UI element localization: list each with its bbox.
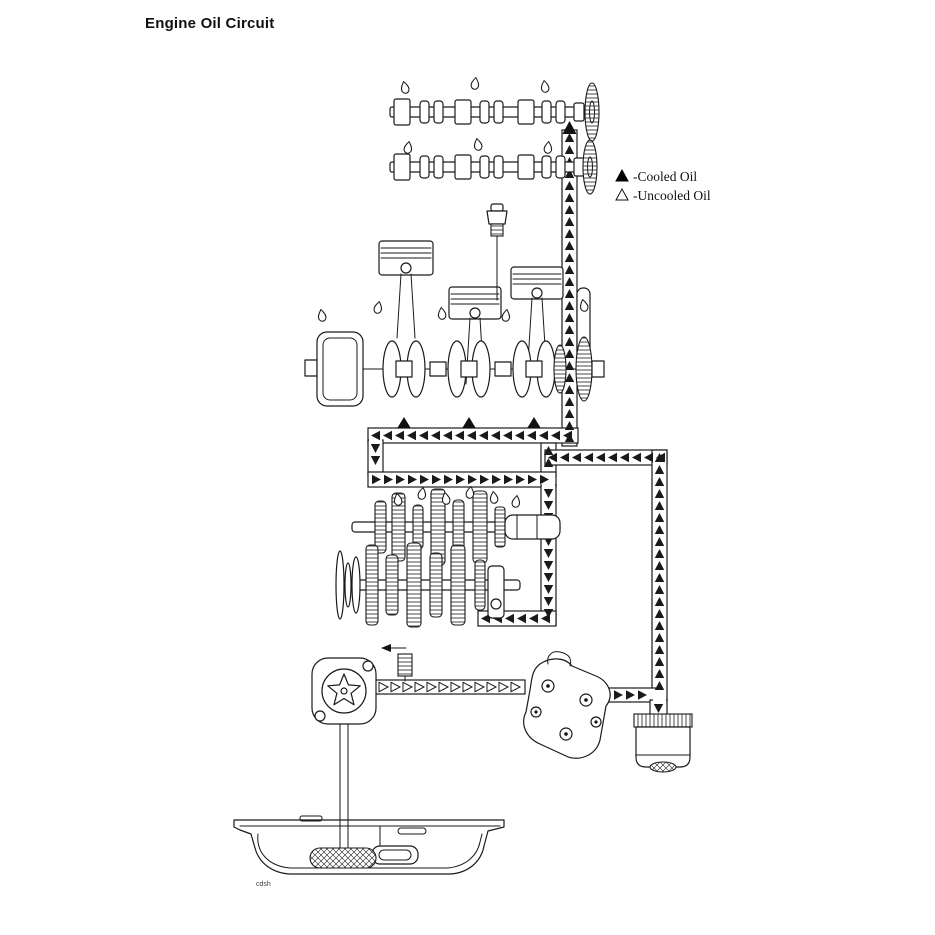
oil-pan — [233, 815, 505, 875]
flow-chevrons — [543, 446, 554, 467]
pistons — [378, 240, 564, 385]
oil-strainer — [309, 847, 377, 869]
spark-plug — [486, 203, 508, 301]
relief-arrow-icon — [381, 644, 391, 652]
piston-2 — [448, 286, 502, 385]
page-title: Engine Oil Circuit — [145, 15, 275, 32]
intake-camshaft — [389, 139, 598, 195]
crank-feed-arrow-icon — [527, 417, 541, 429]
oil-filter — [633, 713, 693, 773]
alternator-rotor — [316, 331, 364, 407]
crankshaft — [304, 287, 605, 407]
oil-pickup — [309, 723, 377, 869]
legend-cooled-label: -Cooled Oil — [633, 169, 697, 184]
primary-gear — [575, 336, 593, 402]
flow-chevrons — [370, 444, 381, 465]
output-shaft — [504, 514, 561, 540]
crank-feed-arrow-icon — [462, 417, 476, 429]
crank-feed-arrow-icon — [397, 417, 411, 429]
oil-pump — [311, 657, 377, 725]
cam-feed-arrow-icon — [562, 121, 577, 134]
flow-chevrons — [372, 474, 549, 485]
diagram-caption: cdsh — [256, 881, 271, 888]
uncooled-oil-marker-icon — [615, 187, 629, 201]
flow-chevrons — [378, 681, 522, 693]
legend: -Cooled Oil -Uncooled Oil — [615, 168, 711, 203]
piston-1 — [378, 240, 434, 339]
cam-sprocket — [582, 139, 598, 195]
legend-uncooled-label: -Uncooled Oil — [633, 188, 711, 203]
cam-chain-sprocket — [553, 344, 567, 394]
flow-chevrons — [654, 453, 665, 690]
flow-chevrons — [564, 133, 575, 442]
pressure-relief-valve — [381, 644, 413, 682]
oil-cooler — [523, 651, 611, 759]
exhaust-camshaft — [389, 82, 600, 142]
cam-sprocket — [584, 82, 600, 142]
transmission — [335, 488, 561, 628]
piston-3 — [510, 266, 564, 363]
oil-galleries — [367, 121, 668, 717]
flow-chevrons — [371, 430, 572, 441]
flow-chevrons — [653, 704, 664, 713]
cooled-oil-marker-icon — [615, 168, 629, 182]
